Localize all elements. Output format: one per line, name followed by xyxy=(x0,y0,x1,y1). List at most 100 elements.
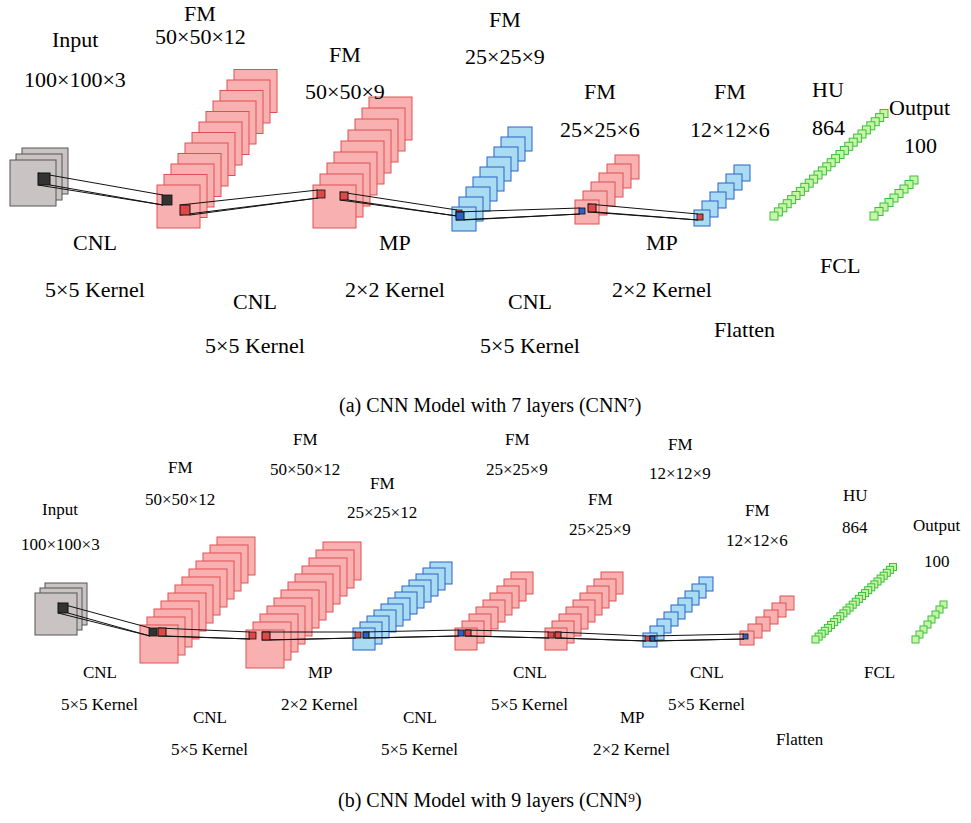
kernel-line xyxy=(588,212,698,220)
kernel-window xyxy=(180,205,190,215)
operation-name: CNL xyxy=(233,290,277,314)
kernel-line xyxy=(340,200,457,216)
layer-name: FM xyxy=(370,475,395,494)
operation-name: CNL xyxy=(83,664,117,683)
kernel-window xyxy=(645,636,650,641)
kernel-window xyxy=(555,632,561,638)
pool-map-stack xyxy=(694,210,710,226)
kernel-line xyxy=(180,190,318,205)
kernel-window xyxy=(363,632,369,638)
layer-name: Output xyxy=(889,96,950,120)
layer-size: 12×12×9 xyxy=(649,465,711,484)
layer-size: 100 xyxy=(904,134,937,158)
layer-size: 25×25×6 xyxy=(560,118,640,142)
kernel-window xyxy=(340,192,348,200)
layer-size: 100×100×3 xyxy=(21,536,100,555)
kernel-line xyxy=(465,636,549,638)
layer-name: Input xyxy=(52,28,98,52)
kernel-line xyxy=(262,632,356,633)
operation-name: FCL xyxy=(864,664,895,683)
operation-name: CNL xyxy=(73,231,117,255)
kernel-window xyxy=(158,628,166,636)
operation-name: MP xyxy=(379,231,411,255)
kernel-line xyxy=(363,636,459,638)
kernel-line xyxy=(262,638,356,640)
kernel-size: 2×2 Kernel xyxy=(345,278,445,302)
operation-name: FCL xyxy=(820,254,860,278)
feature-map-stack xyxy=(575,200,599,224)
layer-size: 25×25×12 xyxy=(347,504,417,523)
layer-name: FM xyxy=(489,8,521,32)
layer-size: 12×12×6 xyxy=(726,532,788,551)
layer-name: Output xyxy=(913,517,960,536)
kernel-line xyxy=(180,198,318,215)
layer-name: FM xyxy=(745,502,770,521)
kernel-size: 5×5 Kernel xyxy=(45,278,145,302)
subfigure-caption: (a) CNN Model with 7 layers (CNN⁷) xyxy=(339,394,641,416)
kernel-window xyxy=(650,636,655,641)
output-units xyxy=(912,636,919,643)
kernel-size: 5×5 Kernel xyxy=(171,741,248,760)
layer-size: 12×12×6 xyxy=(690,118,770,142)
operation-name: CNL xyxy=(508,290,552,314)
feature-map-stack xyxy=(740,631,754,645)
kernel-size: 2×2 Kernel xyxy=(612,278,712,302)
layer-name: FM xyxy=(505,431,530,450)
layer-name: HU xyxy=(812,78,844,102)
kernel-window xyxy=(697,214,703,220)
kernel-window xyxy=(262,632,270,640)
layer-name: FM xyxy=(329,43,361,67)
operation-name: CNL xyxy=(193,709,227,728)
kernel-line xyxy=(58,613,150,636)
layer-size: 100 xyxy=(924,553,950,572)
kernel-window xyxy=(355,632,361,638)
kernel-line xyxy=(158,628,250,632)
output-units xyxy=(870,212,878,220)
kernel-window xyxy=(38,173,50,185)
layer-size: 50×50×12 xyxy=(145,491,215,510)
kernel-line xyxy=(555,638,646,641)
kernel-line xyxy=(465,630,549,632)
operation-name: MP xyxy=(620,709,645,728)
kernel-size: 5×5 Kernel xyxy=(668,696,745,715)
feature-map-stack xyxy=(455,628,477,650)
layer-size: 25×25×9 xyxy=(465,45,545,69)
kernel-line xyxy=(38,185,163,205)
layer-size: 50×50×9 xyxy=(305,80,385,104)
kernel-size: 5×5 Kernel xyxy=(205,334,305,358)
kernel-size: 5×5 Kernel xyxy=(480,334,580,358)
kernel-line xyxy=(456,208,580,212)
kernel-window xyxy=(465,630,471,636)
layer-name: FM xyxy=(184,2,216,26)
kernel-line xyxy=(456,214,580,220)
kernel-line xyxy=(38,173,163,195)
layer-name: FM xyxy=(168,459,193,478)
layer-size: 25×25×9 xyxy=(569,521,631,540)
layer-name: Input xyxy=(42,501,78,520)
layer-size: 100×100×3 xyxy=(24,68,126,92)
layer-size: 864 xyxy=(812,116,845,140)
kernel-window xyxy=(588,204,596,212)
kernel-window xyxy=(456,212,464,220)
layer-name: FM xyxy=(668,436,693,455)
kernel-window xyxy=(579,208,585,214)
kernel-size: 2×2 Kernel xyxy=(281,696,358,715)
feature-map-stack xyxy=(140,625,178,663)
layer-size: 50×50×12 xyxy=(155,25,246,49)
layer-size: 25×25×9 xyxy=(486,461,548,480)
layer-name: FM xyxy=(293,431,318,450)
layer-size: 864 xyxy=(842,519,868,538)
kernel-window xyxy=(548,632,554,638)
operation-name: CNL xyxy=(513,664,547,683)
pool-map-stack xyxy=(643,633,657,647)
kernel-window xyxy=(743,634,748,639)
hidden-units xyxy=(770,212,778,220)
operation-name: CNL xyxy=(403,709,437,728)
kernel-window xyxy=(149,628,157,636)
operation-name: Flatten xyxy=(776,731,823,750)
kernel-line xyxy=(555,632,646,636)
kernel-window xyxy=(58,603,68,613)
kernel-size: 2×2 Kernel xyxy=(593,741,670,760)
layer-name: HU xyxy=(843,487,868,506)
kernel-size: 5×5 Kernel xyxy=(61,696,138,715)
